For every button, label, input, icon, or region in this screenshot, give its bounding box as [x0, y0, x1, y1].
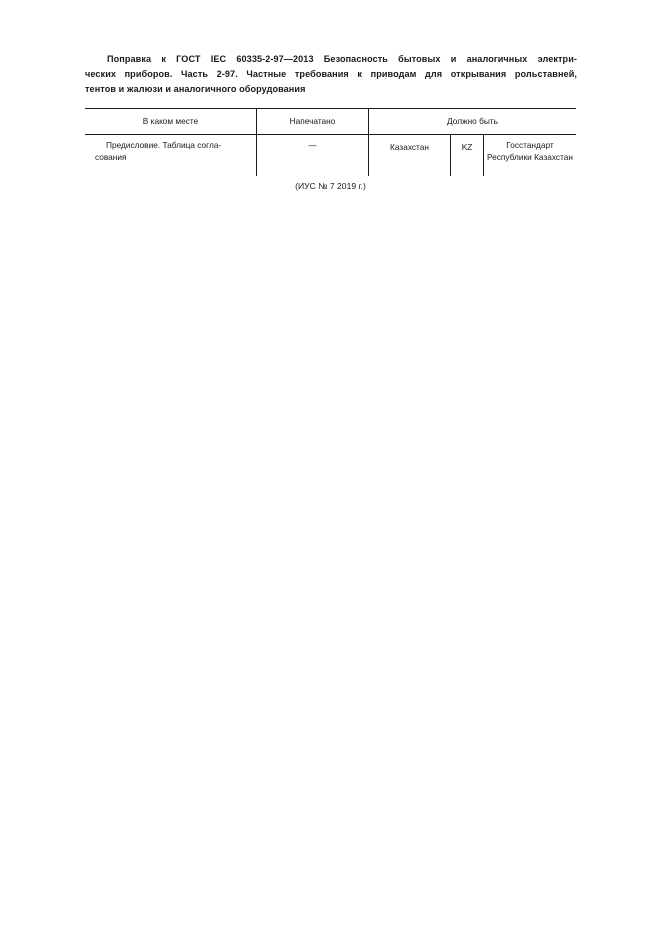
- table-header-printed: Напечатано: [289, 116, 336, 126]
- table-cell-country: Казахстан: [390, 142, 429, 152]
- table-header-where: В каком месте: [142, 116, 199, 126]
- table-cell-printed: —: [308, 140, 317, 150]
- table-cell-organization: Госстандарт Республики Казахстан: [487, 140, 573, 162]
- subcolumn-divider-1: [450, 135, 451, 176]
- heading-line-3-text: тентов и жалюзи и аналогичного оборудова…: [85, 84, 306, 95]
- table-cell-country-code: KZ: [461, 142, 473, 152]
- table-top-border: [85, 108, 576, 109]
- heading-line-1-text: Поправка к ГОСТ IEC 60335-2-97—2013 Безо…: [107, 54, 577, 64]
- table-header-shouldbe: Должно быть: [447, 116, 498, 126]
- column-divider-2: [368, 108, 369, 176]
- subcolumn-divider-2: [483, 135, 484, 176]
- table-cell-where: Предисловие. Таблица согла-сования: [95, 140, 222, 162]
- table-header-separator: [85, 134, 576, 135]
- correction-heading: Поправка к ГОСТ IEC 60335-2-97—2013 Безо…: [85, 52, 577, 98]
- heading-line-2-text: ческих приборов. Часть 2-97. Частные тре…: [85, 69, 577, 80]
- correction-table: В каком месте Напечатано Должно быть Пре…: [85, 108, 576, 182]
- heading-line-3: тентов и жалюзи и аналогичного оборудова…: [85, 82, 577, 97]
- column-divider-1: [256, 108, 257, 176]
- heading-line-1: Поправка к ГОСТ IEC 60335-2-97—2013 Безо…: [85, 52, 577, 67]
- heading-line-2: ческих приборов. Часть 2-97. Частные тре…: [85, 67, 577, 82]
- issue-reference-note: (ИУС № 7 2019 г.): [295, 181, 366, 191]
